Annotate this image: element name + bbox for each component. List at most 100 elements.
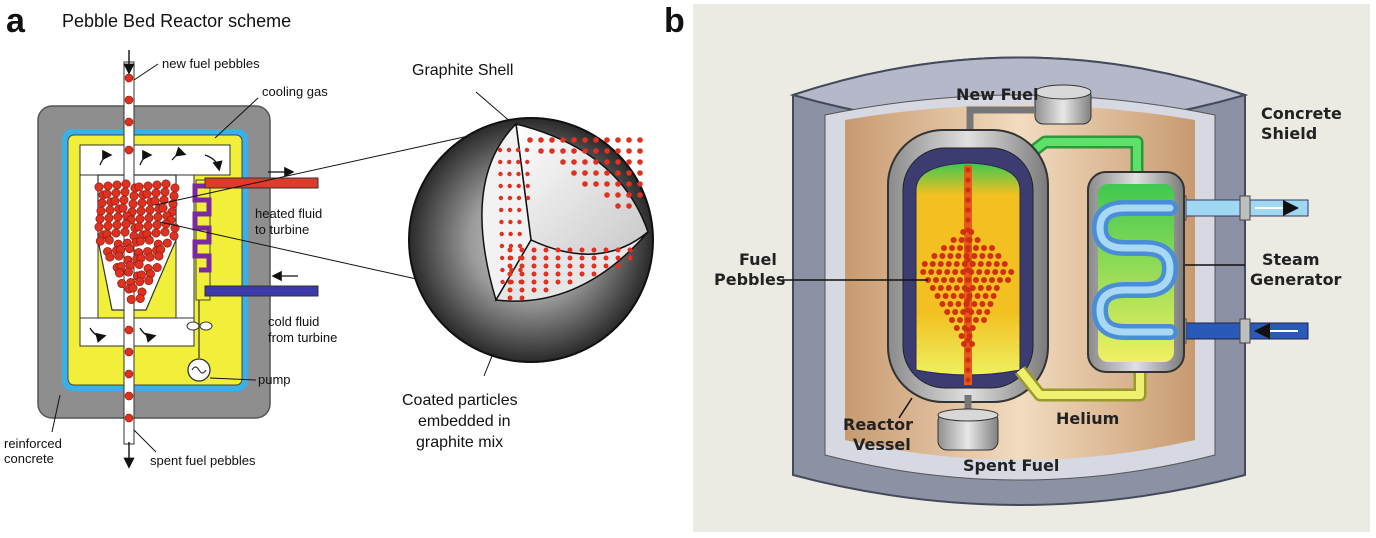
coated-particle [507, 159, 512, 165]
coated-particle [531, 263, 537, 269]
pebble [144, 213, 154, 223]
pebble [145, 252, 155, 262]
pebble [170, 183, 180, 193]
fuel-pebble [1001, 261, 1008, 267]
fuel-pebble [953, 285, 960, 291]
coated-particle [506, 147, 512, 153]
coated-particle [567, 271, 573, 277]
pebble [125, 244, 135, 254]
pebble [120, 187, 130, 197]
fuel-pebble [971, 301, 978, 307]
pebble [145, 205, 155, 215]
fuel-pebble [973, 245, 979, 251]
coated-particle [516, 195, 522, 201]
pipe-pebble [124, 145, 134, 155]
pebble [143, 181, 153, 191]
label-concrete: concrete [4, 451, 54, 466]
helium-return-duct-inner [1016, 367, 1144, 399]
coated-particle [508, 231, 513, 237]
pebble [105, 252, 115, 262]
channel-pebble [965, 307, 971, 313]
steam-out-collar-b [1239, 195, 1251, 221]
cold-pipe [204, 285, 319, 297]
fuel-pebble [953, 325, 960, 331]
pebble [103, 221, 113, 231]
fuel-pebble [969, 341, 975, 347]
fuel-pebble [947, 253, 954, 259]
coated-particle [571, 170, 577, 176]
fuel-pebble [952, 269, 959, 275]
fuel-pebble [941, 245, 947, 251]
coated-particle [555, 271, 561, 277]
coated-particle [555, 247, 561, 253]
coated-particle [615, 247, 621, 253]
coated-particle [567, 263, 573, 269]
pebble [118, 203, 128, 213]
coated-particle [626, 192, 632, 198]
fuel-pebble [977, 261, 984, 267]
fuel-pebble [929, 261, 936, 267]
channel-pebble [965, 287, 971, 293]
fuel-pebble [929, 285, 936, 291]
fuel-pebble [961, 261, 968, 267]
fuel-pebble [987, 253, 994, 259]
coated-particle [509, 267, 514, 273]
channel-pebble [965, 297, 971, 303]
coated-particle [615, 255, 621, 261]
fuel-pebble [955, 301, 962, 307]
label-cooling-gas: cooling gas [262, 84, 328, 99]
fuel-pebble [928, 269, 935, 275]
fuel-pebble [950, 237, 957, 243]
channel-pebble [965, 227, 971, 233]
fuel-pebble [949, 317, 955, 323]
pebble [154, 251, 164, 261]
coated-particle [538, 137, 544, 143]
panel-b-leaders [782, 264, 1245, 419]
pipe-pebble [124, 325, 134, 335]
channel-pebble [965, 197, 971, 203]
coated-particle [615, 170, 621, 176]
label-pebbles: Pebbles [714, 270, 785, 289]
label-reactor: Reactor [843, 415, 913, 434]
coated-particle [543, 279, 549, 285]
pebble [152, 180, 162, 190]
coated-particle [531, 279, 537, 285]
coated-particle [507, 171, 512, 177]
pebble [135, 277, 145, 287]
coated-particle [567, 279, 573, 285]
fuel-pebble [939, 253, 946, 259]
coated-particle [567, 255, 573, 261]
pipe-pebbles [124, 73, 134, 423]
pump-fan-l [186, 321, 200, 331]
heat-exchanger-coil [192, 183, 212, 273]
sphere-cutaway-left [481, 122, 532, 302]
channel-pebble [965, 327, 971, 333]
coated-particle [626, 159, 632, 165]
pipe-pebble [124, 391, 134, 401]
coated-particle [538, 148, 544, 154]
coated-particle [525, 183, 530, 189]
fuel-pebble [958, 237, 965, 243]
pebble [137, 198, 147, 208]
pebble [129, 191, 139, 201]
fuel-pebble [949, 277, 955, 283]
channel-pebble [965, 237, 971, 243]
coated-particle [637, 148, 643, 154]
fuel-pebble [931, 253, 938, 259]
reflector-bottom [79, 317, 195, 347]
coated-particle [593, 137, 599, 143]
pebble [103, 181, 113, 191]
label-spent-fuel-pebbles: spent fuel pebbles [150, 453, 256, 468]
coated-particle [637, 159, 643, 165]
pebble [144, 276, 154, 286]
coated-particle [567, 247, 573, 253]
new-fuel-tank-lid [1034, 84, 1092, 100]
pebble [160, 187, 170, 197]
fuel-pebble [957, 277, 963, 283]
coated-particle [519, 247, 525, 253]
coated-particle [626, 148, 632, 154]
helium-hot-duct-inner [1025, 138, 1141, 175]
steam-generator-core [1098, 184, 1174, 362]
fuel-pebble [977, 285, 984, 291]
pebble [152, 263, 162, 273]
